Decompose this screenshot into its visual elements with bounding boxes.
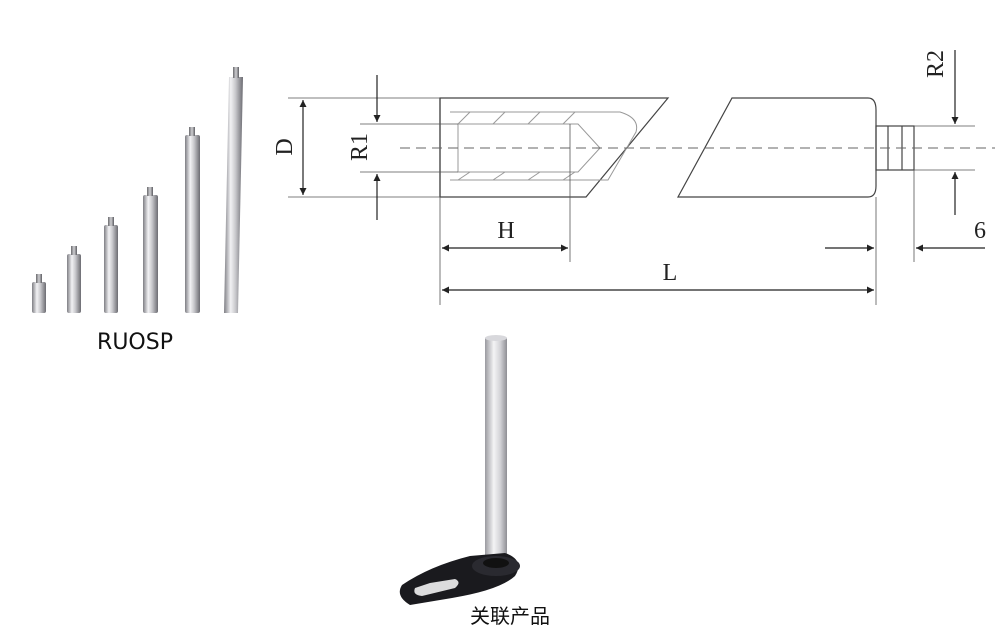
- label-R1: R1: [347, 133, 373, 161]
- related-rod: [485, 338, 507, 570]
- post-rod-2: [67, 246, 81, 313]
- label-H: H: [497, 218, 514, 244]
- post-rod-4: [143, 187, 158, 313]
- label-D: D: [272, 138, 298, 155]
- product-photo: [32, 67, 243, 313]
- post-rod-3: [104, 217, 118, 313]
- post-rod-1: [32, 274, 46, 313]
- label-L: L: [663, 260, 678, 286]
- post-rod-6: [224, 67, 243, 313]
- dimension-drawing: D R1 R2 H L 6: [272, 50, 995, 305]
- label-thread-length: 6: [974, 218, 986, 244]
- internal-thread-hole: [450, 111, 638, 181]
- related-products-caption: 关联产品: [470, 604, 550, 628]
- rod-right-outline: [676, 97, 877, 198]
- post-rod-5: [185, 127, 200, 313]
- product-name: RUOSP: [97, 330, 173, 355]
- related-product-photo: [399, 335, 520, 605]
- clamp-base: [399, 553, 520, 605]
- label-R2: R2: [923, 50, 949, 78]
